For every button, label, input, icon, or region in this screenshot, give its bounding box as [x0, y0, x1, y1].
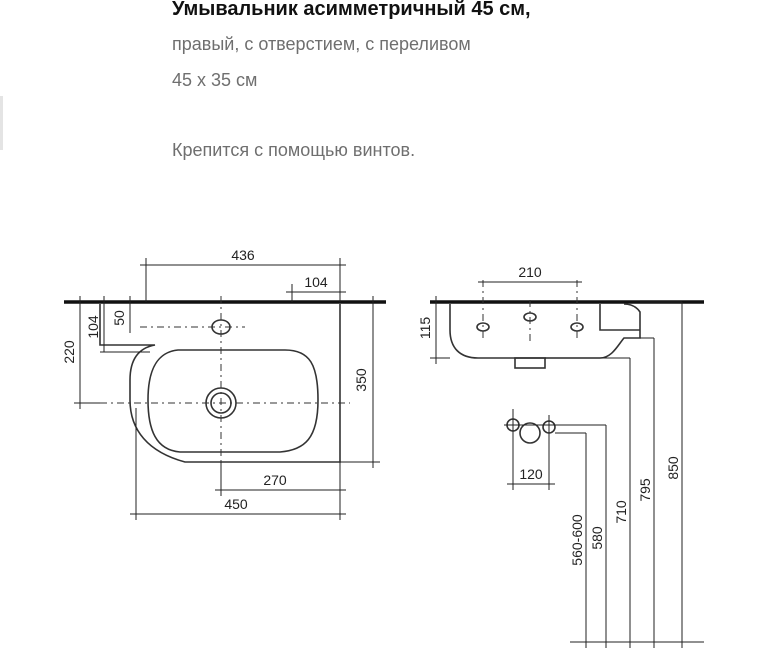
plan-basin-outline: [99, 304, 341, 463]
dim-label-560-600: 560-600: [569, 514, 585, 566]
side-basin-inner: [599, 304, 640, 331]
dim-label-850: 850: [665, 456, 681, 480]
plan-view: 436 104 50 104 220 350 270 450: [61, 247, 386, 520]
dim-label-580: 580: [589, 526, 605, 550]
valve-center-icon: [519, 422, 541, 444]
product-subtitle: правый, с отверстием, с переливом: [172, 34, 471, 54]
dim-label-450: 450: [224, 496, 248, 512]
dim-label-104h: 104: [304, 274, 328, 290]
dim-label-120: 120: [519, 466, 543, 482]
dim-label-795: 795: [637, 478, 653, 502]
page-edge-mark: [0, 96, 3, 150]
dim-label-115: 115: [417, 317, 433, 340]
dim-label-220: 220: [61, 340, 77, 364]
mounting-note: Крепится с помощью винтов.: [172, 140, 416, 160]
dim-label-210: 210: [518, 264, 542, 280]
dim-label-50: 50: [111, 310, 127, 326]
dim-label-350: 350: [353, 368, 369, 392]
dim-label-436: 436: [231, 247, 255, 263]
product-title: Умывальник асимметричный 45 см,: [172, 0, 531, 20]
dim-label-104v: 104: [85, 315, 101, 339]
side-view: 210 115 120 560-600 580 710 795 850: [417, 264, 704, 648]
siphon-stub: [514, 357, 546, 369]
plan-bowl: [147, 349, 319, 453]
side-basin-outline: [449, 303, 641, 359]
dim-label-710: 710: [613, 500, 629, 524]
dim-label-270: 270: [263, 472, 287, 488]
product-size: 45 x 35 см: [172, 70, 258, 90]
